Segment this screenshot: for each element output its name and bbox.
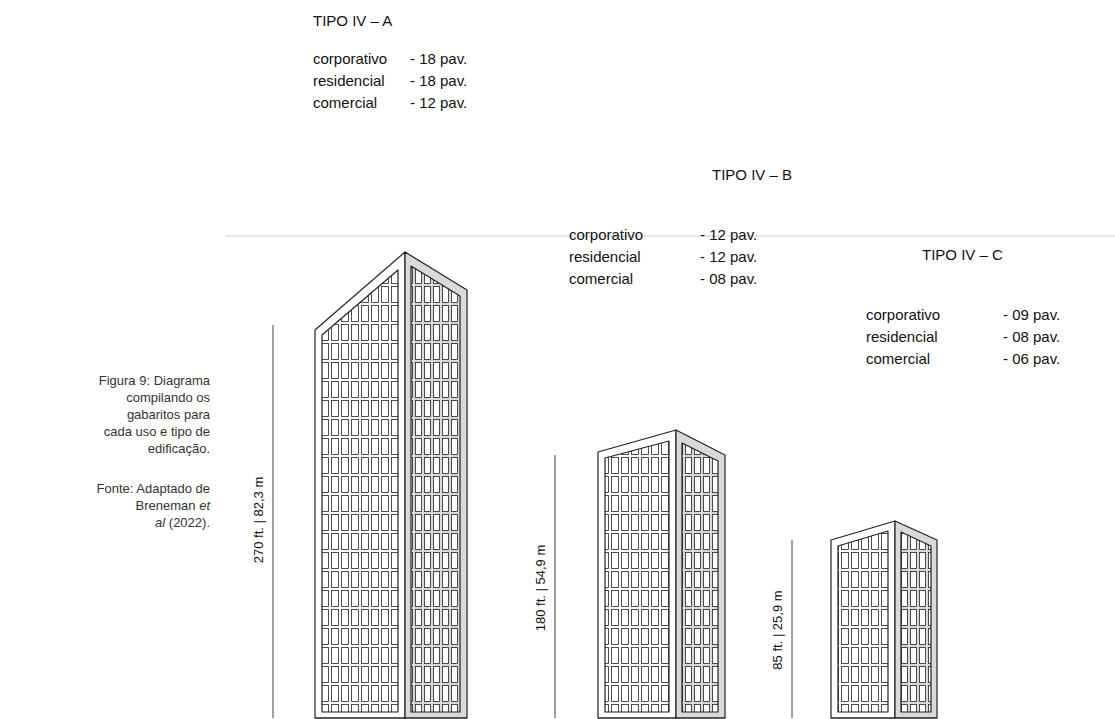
source-note: Fonte: Adaptado de Brenemanet al(2022). <box>90 480 210 531</box>
source-text: (2022). <box>169 515 210 530</box>
use-floors-text: residencial <box>313 72 385 90</box>
figure-caption: Figura 9: Diagrama compilando os gabarit… <box>98 372 210 457</box>
use-floors-text: comercial <box>569 270 633 288</box>
building-c <box>831 521 937 718</box>
source-text: Fonte: Adaptado de Breneman <box>97 481 210 513</box>
type-heading: TIPO IV – A <box>313 12 392 30</box>
use-floors-text: corporativo <box>569 226 643 244</box>
use-floors-text: - 12 pav. <box>700 248 757 266</box>
dimension-label: 180 ft. | 54,9 m <box>533 543 548 633</box>
type-heading: TIPO IV – C <box>922 246 1003 264</box>
building-a <box>315 252 467 718</box>
use-floors-text: - 12 pav. <box>410 94 467 112</box>
use-floors-text: comercial <box>866 350 930 368</box>
dimension-label: 85 ft. | 25,9 m <box>770 588 785 671</box>
use-floors-text: - 06 pav. <box>1003 350 1060 368</box>
dimension-label: 270 ft. | 82,3 m <box>251 475 266 565</box>
use-floors-text: - 18 pav. <box>410 72 467 90</box>
divider-line <box>225 236 1115 237</box>
dimension-line <box>792 540 793 718</box>
dimension-line <box>273 325 274 718</box>
use-floors-text: - 12 pav. <box>700 226 757 244</box>
type-heading: TIPO IV – B <box>712 166 792 184</box>
use-floors-text: comercial <box>313 94 377 112</box>
use-floors-text: - 08 pav. <box>1003 328 1060 346</box>
use-floors-text: corporativo <box>313 50 387 68</box>
building-b <box>598 430 725 718</box>
use-floors-text: residencial <box>866 328 938 346</box>
use-floors-text: - 18 pav. <box>410 50 467 68</box>
dimension-line <box>555 455 556 718</box>
use-floors-text: - 08 pav. <box>700 270 757 288</box>
use-floors-text: residencial <box>569 248 641 266</box>
use-floors-text: - 09 pav. <box>1003 306 1060 324</box>
use-floors-text: corporativo <box>866 306 940 324</box>
